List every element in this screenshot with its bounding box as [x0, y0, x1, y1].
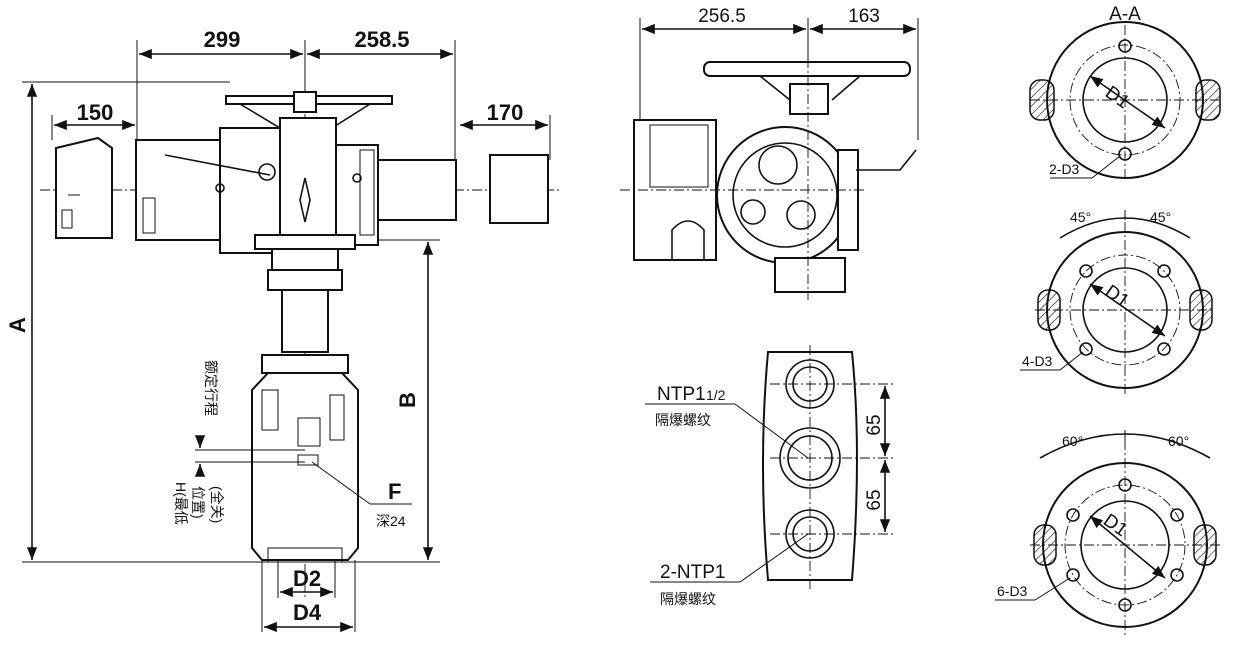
dim-299-label: 299	[204, 27, 241, 52]
angle-45-left: 45°	[1070, 209, 1091, 225]
rated-stroke-label: 额定行程	[203, 360, 219, 416]
dim-256-5-label: 256.5	[698, 6, 746, 27]
actuator-body	[135, 117, 457, 254]
d3-a-label: 2-D3	[1049, 161, 1080, 177]
h-label-line3: (全关)	[209, 486, 225, 523]
dim-258-5-label: 258.5	[354, 27, 409, 52]
angle-60-right: 60°	[1168, 433, 1189, 449]
flange-4-hole: 45° 45° D1 4-D3	[1020, 209, 1215, 395]
middle-view: 256.5 163	[620, 6, 919, 607]
left-view: 299 258.5 150 170 A B	[5, 27, 560, 633]
dim-170-group: 170	[460, 100, 551, 160]
side-actuator	[620, 40, 917, 300]
dim-A-label: A	[5, 317, 30, 333]
dim-65-top-label: 65	[864, 414, 885, 435]
flameproof-thread-top: 隔爆螺纹	[655, 412, 711, 428]
handwheel	[225, 91, 393, 129]
lower-housing	[251, 372, 359, 563]
section-title: A-A	[1109, 4, 1141, 25]
ntp-top-label: NTP1	[657, 384, 706, 405]
dim-150-group: 150	[51, 100, 135, 140]
conduit-entry-view: 65 65	[762, 345, 895, 590]
ntp-callout-bottom: 2-NTP1 隔爆螺纹	[650, 533, 809, 607]
ntp-callout-top: NTP1 1/2 隔爆螺纹	[645, 384, 809, 459]
f-label: F	[388, 479, 401, 504]
dim-65-bottom-label: 65	[864, 489, 885, 510]
d3-c-label: 6-D3	[997, 583, 1028, 599]
depth-24-label: 深24	[376, 513, 406, 529]
ntp-top-fraction: 1/2	[706, 387, 726, 403]
right-view: A-A D1 2-D3 45° 45°	[995, 4, 1221, 635]
dim-B-group: B	[355, 239, 440, 560]
dim-B-label: B	[395, 392, 420, 408]
left-end-cap	[55, 136, 113, 239]
adapter-column	[261, 248, 349, 374]
flameproof-thread-bottom: 隔爆螺纹	[660, 591, 716, 607]
dim-299-group: 299 258.5	[136, 27, 456, 160]
ntp-bottom-label: 2-NTP1	[660, 562, 725, 583]
dim-D2-D4-group: D2 D4	[261, 560, 356, 633]
d2-label: D2	[293, 566, 321, 591]
dim-150-label: 150	[77, 100, 114, 125]
h-label-line1: H(最低	[173, 482, 189, 525]
dim-A-group: A	[5, 81, 440, 563]
angle-45-right: 45°	[1150, 209, 1171, 225]
d4-label: D4	[293, 600, 322, 625]
d3-b-label: 4-D3	[1022, 353, 1053, 369]
flange-6-hole: 60° 60° D1 6-D3	[995, 430, 1220, 635]
dim-170-label: 170	[487, 100, 524, 125]
dim-163-label: 163	[848, 6, 880, 27]
flange-2-hole: D1 2-D3	[1029, 21, 1221, 180]
h-label-line2: 位置)	[190, 486, 206, 519]
right-end-cap	[489, 154, 549, 224]
angle-60-left: 60°	[1062, 433, 1083, 449]
